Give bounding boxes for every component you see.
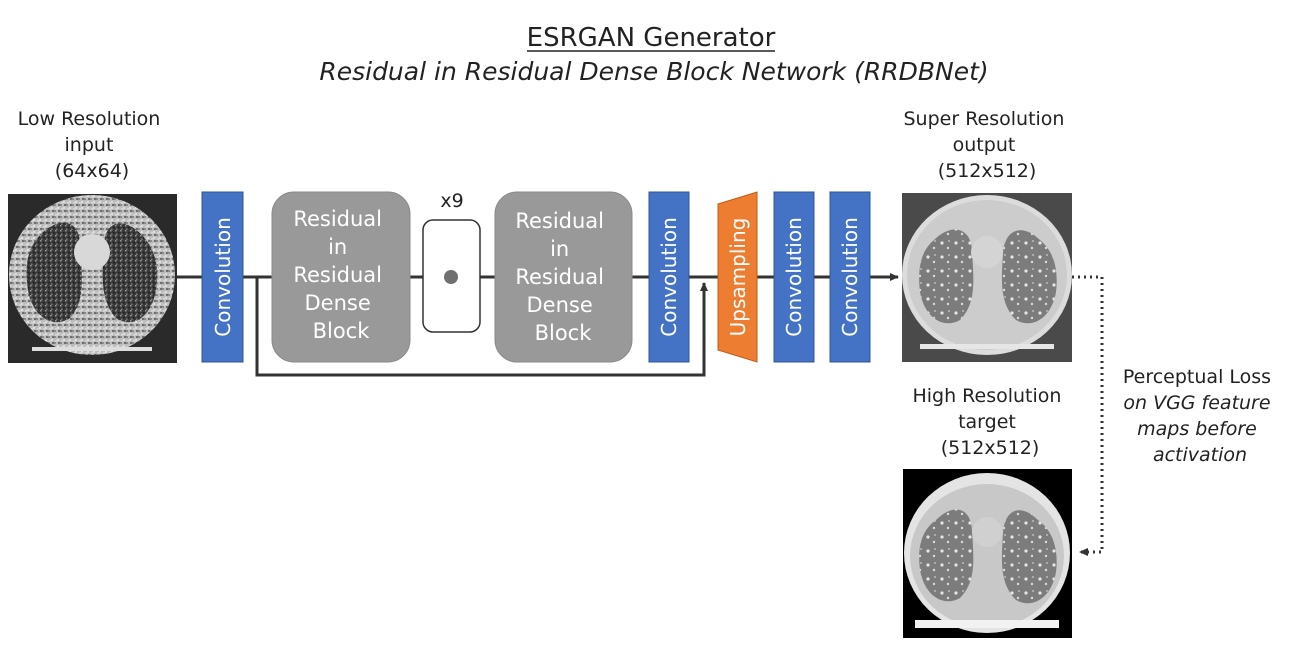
- rrdb-label-1: Residual in Residual Dense Block: [293, 207, 388, 343]
- upsampling-block: Upsampling: [717, 191, 758, 363]
- convolution-block-3: Convolution: [773, 191, 815, 363]
- convolution-label-4: Convolution: [838, 217, 862, 337]
- input-label-line-2: input: [65, 134, 114, 156]
- ct-lung-scan-super-res-icon: [902, 193, 1072, 362]
- target-label-line-2: target: [958, 411, 1016, 433]
- input-label-line-1: Low Resolution: [18, 108, 161, 130]
- repeat-count-label: x9: [440, 190, 463, 212]
- perceptual-loss-connector: [1072, 275, 1104, 556]
- convolution-label-2: Convolution: [657, 217, 681, 337]
- convolution-block-1: Convolution: [201, 191, 244, 363]
- perceptual-loss-detail-1: on VGG feature: [1123, 392, 1270, 414]
- output-label-line-3: (512x512): [938, 160, 1037, 182]
- perceptual-loss-title: Perceptual Loss: [1123, 366, 1271, 388]
- perceptual-loss-label: Perceptual Loss on VGG feature maps befo…: [1123, 366, 1277, 466]
- target-label-line-1: High Resolution: [912, 385, 1061, 407]
- input-label-line-3: (64x64): [55, 160, 129, 182]
- rrdb-block-2: Residual in Residual Dense Block: [494, 191, 633, 363]
- upsampling-label: Upsampling: [726, 218, 750, 337]
- target-label: High Resolution target (512x512): [912, 385, 1067, 459]
- ct-lung-scan-high-res-icon: [903, 469, 1072, 638]
- output-label: Super Resolution output (512x512): [903, 108, 1070, 182]
- dot-icon: [444, 270, 458, 284]
- convolution-label-1: Convolution: [211, 217, 235, 337]
- output-label-line-2: output: [953, 134, 1016, 156]
- input-label: Low Resolution input (64x64): [18, 108, 167, 182]
- perceptual-loss-detail-2: maps before: [1137, 418, 1257, 440]
- ct-lung-scan-low-res-icon: [8, 194, 177, 363]
- perceptual-loss-detail-3: activation: [1153, 444, 1247, 466]
- diagram-title: ESRGAN Generator: [527, 23, 776, 53]
- rrdb-label-2: Residual in Residual Dense Block: [515, 209, 610, 345]
- repeat-block: [422, 219, 481, 333]
- output-label-line-1: Super Resolution: [903, 108, 1064, 130]
- convolution-block-4: Convolution: [829, 191, 871, 363]
- rrdb-block-1: Residual in Residual Dense Block: [271, 191, 411, 363]
- skip-connection: [255, 277, 708, 377]
- target-label-line-3: (512x512): [941, 437, 1040, 459]
- diagram-subtitle: Residual in Residual Dense Block Network…: [319, 57, 988, 86]
- convolution-label-3: Convolution: [782, 217, 806, 337]
- convolution-block-2: Convolution: [648, 191, 690, 363]
